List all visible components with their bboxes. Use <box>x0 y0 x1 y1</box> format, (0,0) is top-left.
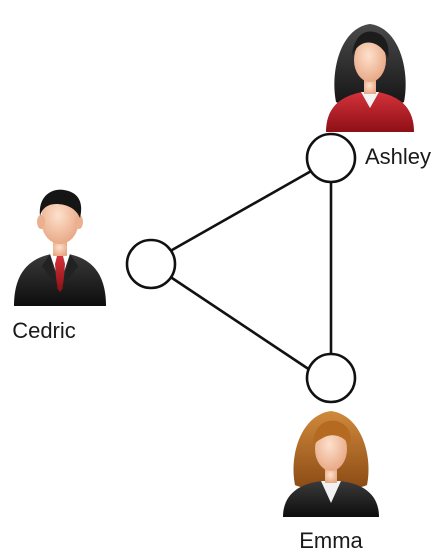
person-label-cedric: Cedric <box>12 318 76 343</box>
businesswoman-avatar-icon <box>326 24 414 132</box>
edge-group <box>170 168 333 372</box>
businesswoman-avatar-icon <box>283 411 379 517</box>
node-emma[interactable] <box>305 352 357 404</box>
node-ashley[interactable] <box>305 132 357 184</box>
node-cedric[interactable] <box>125 238 177 290</box>
edge-cedric-emma <box>170 276 312 372</box>
node-group <box>125 132 357 404</box>
person-label-ashley: Ashley <box>365 144 431 169</box>
businessman-avatar-icon <box>14 189 106 306</box>
edge-cedric-ashley <box>170 168 315 252</box>
person-label-emma: Emma <box>299 528 363 552</box>
